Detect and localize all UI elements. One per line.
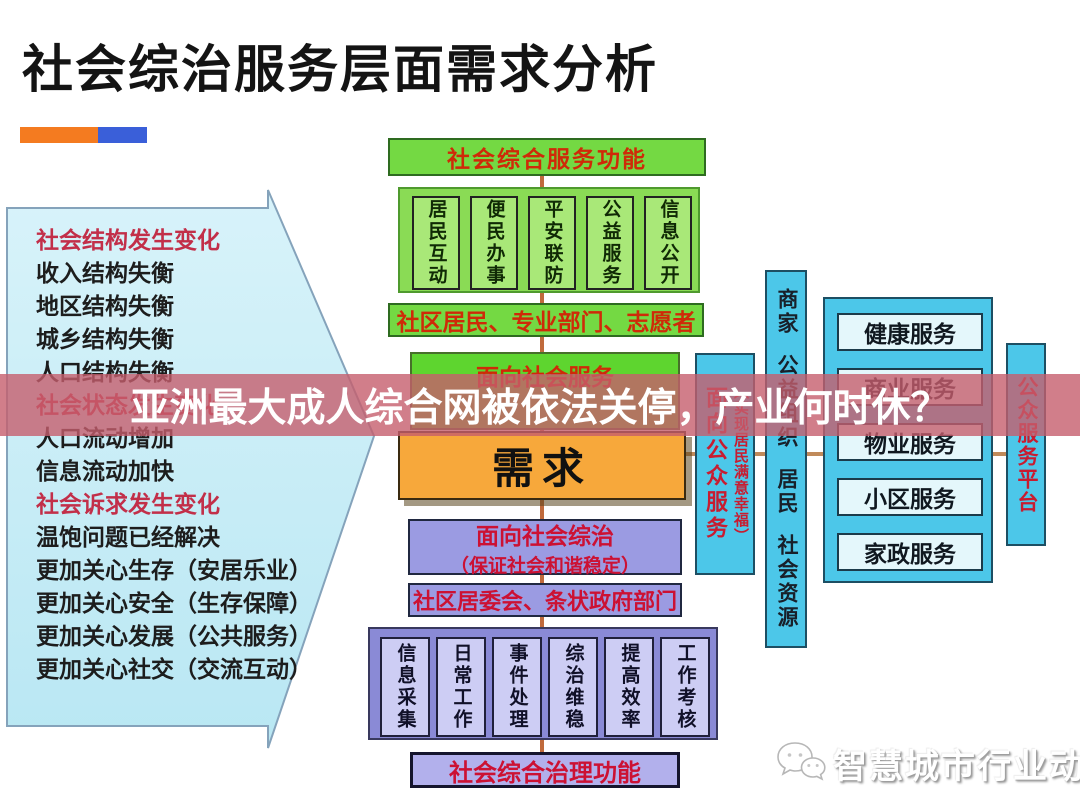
service-function-label: 信息公开: [657, 199, 679, 287]
governance-function-label: 日常工作: [450, 643, 472, 731]
service-functions-container: 居民互动 便民办事 平安联防 公益服务 信息公开: [398, 187, 700, 293]
service-function-box: 平安联防: [528, 196, 576, 290]
public-service-label: 家政服务: [864, 541, 956, 567]
service-participants-box: 社区居民、专业部门、志愿者: [388, 303, 704, 337]
driver-item: 地区结构失衡: [36, 293, 174, 319]
service-function-box: 居民互动: [412, 196, 460, 290]
driver-item: 社会结构发生变化: [36, 227, 220, 253]
watermark: 智慧城市行业动态: [775, 736, 1080, 791]
left-arrow-shape: [6, 189, 376, 749]
headline-overlay-banner: 亚洲最大成人综合网被依法关停，产业何时休？: [0, 374, 1080, 436]
governance-footer-label: 社会综合治理功能: [449, 759, 641, 787]
public-service-box: 小区服务: [837, 478, 983, 516]
watermark-label: 智慧城市行业动态: [833, 748, 1080, 786]
title-underline-blue: [98, 127, 147, 143]
governance-footer-box: 社会综合治理功能: [410, 752, 680, 788]
governance-function-box: 综治维稳: [548, 637, 598, 737]
governance-function-box: 日常工作: [436, 637, 486, 737]
service-function-box: 便民办事: [470, 196, 518, 290]
governance-function-box: 信息采集: [380, 637, 430, 737]
governance-function-box: 工作考核: [660, 637, 710, 737]
service-function-label: 便民办事: [483, 199, 505, 287]
service-functions-header: 社会综合服务功能: [388, 138, 706, 176]
public-services-panel: 健康服务 商业服务 物业服务 小区服务 家政服务: [823, 297, 993, 583]
title-underline-orange: [20, 127, 98, 143]
driver-item: 更加关心生存（安居乐业）: [36, 557, 312, 583]
governance-function-box: 事件处理: [492, 637, 542, 737]
service-function-box: 公益服务: [586, 196, 634, 290]
driver-item: 城乡结构失衡: [36, 326, 174, 352]
providers-strip: 商家 公益组织 居民 社会资源: [765, 270, 807, 648]
driver-item: 更加关心社交（交流互动）: [36, 656, 312, 682]
headline-text: 亚洲最大成人综合网被依法关停，产业何时休？: [130, 387, 950, 430]
governance-function-label: 事件处理: [506, 643, 528, 731]
service-function-box: 信息公开: [644, 196, 692, 290]
service-functions-header-label: 社会综合服务功能: [447, 146, 647, 172]
driver-item: 信息流动加快: [36, 458, 174, 484]
public-service-box: 家政服务: [837, 533, 983, 571]
governance-function-label: 综治维稳: [562, 643, 584, 731]
service-function-label: 公益服务: [599, 199, 621, 287]
public-service-label: 健康服务: [864, 321, 956, 347]
driver-item: 更加关心发展（公共服务）: [36, 623, 312, 649]
provider-label: 社会资源: [775, 534, 798, 630]
provider-label: 居民: [775, 468, 798, 516]
service-function-label: 平安联防: [541, 199, 563, 287]
wechat-chat-bubbles-icon: [775, 736, 827, 791]
governance-orientation-box: 面向社会综治 （保证社会和谐稳定）: [408, 519, 682, 577]
governance-function-label: 工作考核: [674, 643, 696, 731]
governance-participants-label: 社区居委会、条状政府部门: [412, 589, 677, 614]
demand-label: 需求: [491, 445, 592, 492]
drivers-list: 社会结构发生变化 收入结构失衡 地区结构失衡 城乡结构失衡 人口结构失衡 社会状…: [36, 224, 312, 686]
governance-function-box: 提高效率: [604, 637, 654, 737]
public-service-box: 健康服务: [837, 313, 983, 351]
driver-item: 温饱问题已经解决: [36, 524, 220, 550]
governance-function-label: 信息采集: [394, 643, 416, 731]
service-participants-label: 社区居民、专业部门、志愿者: [396, 309, 696, 335]
governance-functions-container: 信息采集 日常工作 事件处理 综治维稳 提高效率 工作考核: [368, 627, 718, 740]
page-title: 社会综治服务层面需求分析: [22, 41, 659, 98]
driver-item: 社会诉求发生变化: [36, 491, 220, 517]
demand-box: 需求: [398, 431, 686, 500]
governance-orientation-label: 面向社会综治: [476, 522, 614, 549]
governance-function-label: 提高效率: [618, 643, 640, 731]
public-service-label: 小区服务: [864, 486, 956, 512]
governance-orientation-sub: （保证社会和谐稳定）: [449, 555, 640, 577]
driver-item: 更加关心安全（生存保障）: [36, 590, 312, 616]
service-function-label: 居民互动: [425, 199, 447, 287]
governance-participants-box: 社区居委会、条状政府部门: [408, 583, 682, 617]
provider-label: 商家: [775, 288, 798, 336]
driver-item: 收入结构失衡: [36, 260, 174, 286]
